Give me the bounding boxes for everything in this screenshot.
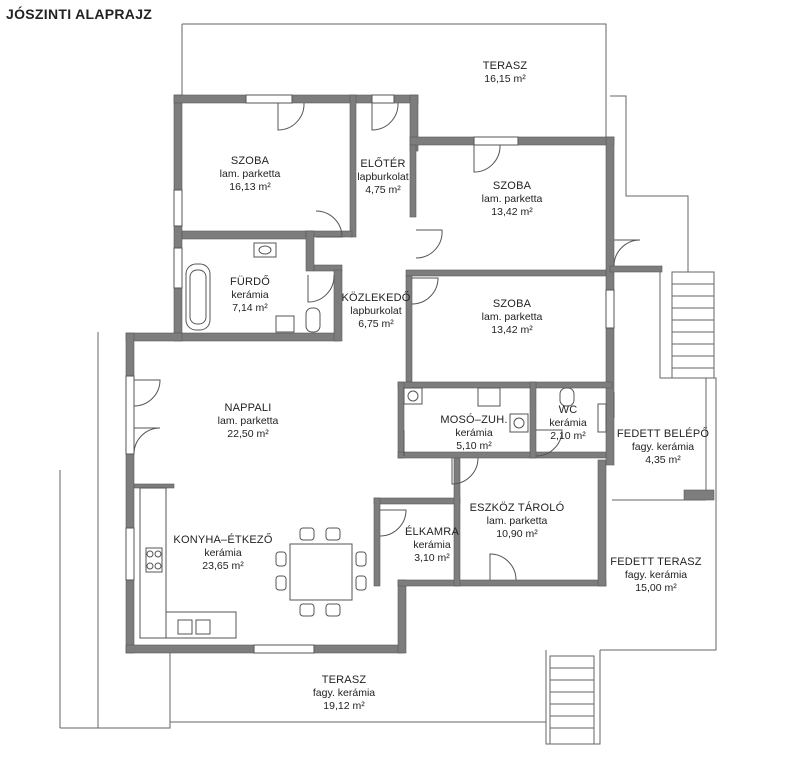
room-floor: kerámia [549, 417, 587, 429]
room-area: 5,10 m² [456, 440, 492, 452]
walls [125, 94, 715, 654]
room-label-fedett-terasz: FEDETT TERASZ fagy. kerámia 15,00 m² [610, 556, 701, 595]
room-label-szoba-3: SZOBA lam. parketta 13,42 m² [482, 298, 543, 337]
room-floor: lam. parketta [481, 193, 543, 205]
room-label-terasz-bottom: TERASZ fagy. kerámia 19,12 m² [313, 674, 375, 713]
fixtures [139, 242, 575, 639]
room-area: 10,90 m² [496, 528, 538, 540]
room-floor: lam. parketta [217, 415, 279, 427]
room-area: 16,15 m² [484, 73, 526, 85]
room-label-fedett-belepo: FEDETT BELÉPŐ fagy. kerámia 4,35 m² [617, 428, 709, 467]
room-floor: lam. parketta [486, 515, 548, 527]
room-floor: lapburkolat [357, 171, 409, 183]
room-floor: lam. parketta [481, 311, 543, 323]
room-name: KÖZLEKEDŐ [341, 292, 411, 304]
dining-table [275, 527, 367, 617]
room-floor: lam. parketta [219, 168, 281, 180]
room-label-szoba-2: SZOBA lam. parketta 13,42 m² [482, 180, 543, 219]
room-label-elkamra: ÉLKAMRA kerámia 3,10 m² [405, 526, 459, 565]
stairs-bottom [549, 655, 595, 745]
room-label-furdo: FÜRDŐ kerámia 7,14 m² [230, 276, 270, 315]
room-area: 3,10 m² [414, 552, 450, 564]
room-area: 4,75 m² [365, 184, 401, 196]
room-name: SZOBA [230, 155, 270, 167]
room-floor: kerámia [413, 539, 451, 551]
room-label-konyha: KONYHA–ÉTKEZŐ kerámia 23,65 m² [173, 534, 272, 573]
plan-title: JÓSZINTI ALAPRAJZ [6, 6, 153, 22]
room-area: 4,35 m² [645, 454, 681, 466]
room-area: 13,42 m² [491, 206, 533, 218]
room-floor: kerámia [455, 427, 493, 439]
room-area: 7,14 m² [232, 302, 268, 314]
room-floor: kerámia [204, 547, 242, 559]
room-name: TERASZ [482, 60, 528, 72]
room-name: ELŐTÉR [360, 158, 406, 170]
room-label-nappali: NAPPALI lam. parketta 22,50 m² [218, 402, 279, 441]
room-area: 6,75 m² [358, 318, 394, 330]
terrace-outlines [59, 23, 717, 745]
room-label-wc: WC kerámia 2,10 m² [549, 404, 586, 443]
room-name: WC [558, 404, 578, 416]
room-label-eloter: ELŐTÉR lapburkolat 4,75 m² [357, 158, 408, 197]
room-label-szoba-1: SZOBA lam. parketta 16,13 m² [220, 155, 281, 194]
room-name: ESZKÖZ TÁROLÓ [469, 502, 565, 514]
room-name: FEDETT TERASZ [610, 556, 702, 568]
room-floor: kerámia [231, 289, 269, 301]
room-area: 13,42 m² [491, 324, 533, 336]
windows [125, 94, 615, 654]
room-name: SZOBA [492, 180, 532, 192]
room-name: FEDETT BELÉPŐ [616, 428, 710, 440]
room-floor: lapburkolat [350, 305, 402, 317]
room-area: 19,12 m² [323, 700, 365, 712]
room-name: FÜRDŐ [229, 276, 271, 288]
room-label-kozlekedo: KÖZLEKEDŐ lapburkolat 6,75 m² [341, 292, 410, 331]
room-name: KONYHA–ÉTKEZŐ [173, 534, 273, 546]
room-floor: fagy. kerámia [312, 687, 376, 699]
room-label-terasz-top: TERASZ 16,15 m² [483, 60, 528, 86]
room-name: MOSÓ–ZUH. [440, 414, 508, 426]
room-floor: fagy. kerámia [624, 569, 688, 581]
room-area: 22,50 m² [227, 428, 269, 440]
room-label-eszkoz: ESZKÖZ TÁROLÓ lam. parketta 10,90 m² [470, 502, 565, 541]
room-label-moso: MOSÓ–ZUH. kerámia 5,10 m² [440, 414, 507, 453]
room-area: 23,65 m² [202, 560, 244, 572]
room-floor: fagy. kerámia [631, 441, 695, 453]
room-area: 2,10 m² [550, 430, 586, 442]
stairs-right [671, 271, 715, 379]
room-area: 15,00 m² [635, 582, 677, 594]
room-name: ÉLKAMRA [405, 526, 459, 538]
room-name: NAPPALI [224, 402, 272, 414]
doors [133, 102, 641, 581]
room-area: 16,13 m² [229, 181, 271, 193]
room-name: TERASZ [321, 674, 367, 686]
room-name: SZOBA [492, 298, 532, 310]
